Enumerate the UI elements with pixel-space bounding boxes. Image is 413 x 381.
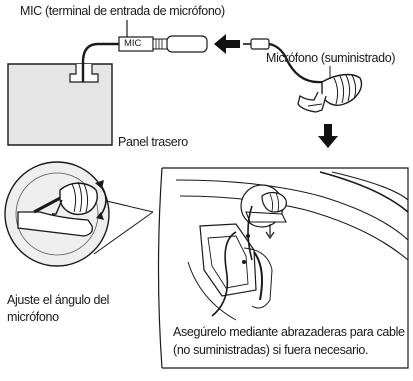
adjust-angle-label-line2: micrófono (7, 310, 59, 324)
mic-plug (118, 35, 208, 53)
adjust-angle-label-line1: Ajuste el ángulo del (7, 293, 110, 307)
microphone-icon (297, 73, 362, 113)
secure-instructions-line1: Asegúrelo mediante abrazaderas para cabl… (173, 325, 405, 339)
dashboard-detail-frame (157, 167, 409, 369)
angle-detail-circle (4, 161, 154, 267)
rear-panel (7, 63, 113, 146)
secure-instructions-line2: (no suministradas) si fuera necesario. (173, 343, 369, 357)
arrow-down-icon (318, 124, 338, 148)
mic-plug-label: MIC (124, 38, 142, 49)
arrow-left-icon (214, 34, 240, 54)
microphone-supplied-label: Micrófono (suministrado) (266, 51, 396, 65)
rotate-arrow-icon (95, 180, 107, 220)
mic-cable-unit (81, 42, 120, 82)
dashboard-illustration (175, 171, 409, 321)
rear-panel-label: Panel trasero (118, 135, 188, 149)
microphone-plug (243, 38, 270, 50)
mic-terminal-label: MIC (terminal de entrada de micrófono) (20, 4, 225, 18)
microphone-cable (268, 42, 323, 84)
